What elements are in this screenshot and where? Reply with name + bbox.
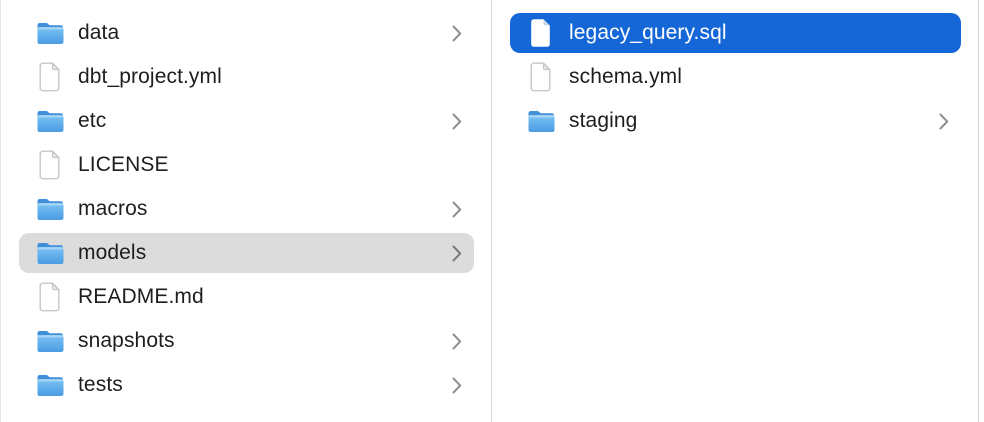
finder-column-next-empty bbox=[979, 0, 984, 422]
item-label: data bbox=[78, 21, 120, 44]
item-label: tests bbox=[78, 373, 123, 396]
document-icon bbox=[35, 282, 65, 312]
list-item[interactable]: tests bbox=[19, 365, 474, 405]
item-label: etc bbox=[78, 109, 107, 132]
chevron-right-icon bbox=[452, 333, 462, 350]
item-label: README.md bbox=[78, 285, 204, 308]
document-icon bbox=[35, 150, 65, 180]
list-item-selected[interactable]: legacy_query.sql bbox=[510, 13, 961, 53]
list-item[interactable]: README.md bbox=[19, 277, 474, 317]
chevron-right-icon bbox=[452, 25, 462, 42]
blue-folder-icon bbox=[35, 326, 65, 356]
document-icon bbox=[35, 62, 65, 92]
item-label: macros bbox=[78, 197, 148, 220]
list-item[interactable]: etc bbox=[19, 101, 474, 141]
item-label: snapshots bbox=[78, 329, 175, 352]
list-item[interactable]: staging bbox=[510, 101, 961, 141]
list-item[interactable]: macros bbox=[19, 189, 474, 229]
finder-column-models: legacy_query.sql schema.yml bbox=[492, 0, 979, 422]
chevron-right-icon bbox=[452, 201, 462, 218]
item-label: models bbox=[78, 241, 147, 264]
item-label: LICENSE bbox=[78, 153, 169, 176]
list-item[interactable]: snapshots bbox=[19, 321, 474, 361]
blue-folder-icon bbox=[35, 106, 65, 136]
list-item-selected[interactable]: models bbox=[19, 233, 474, 273]
finder-column-parent: data dbt_project.yml bbox=[1, 0, 492, 422]
item-label: schema.yml bbox=[569, 65, 683, 88]
list-item[interactable]: LICENSE bbox=[19, 145, 474, 185]
blue-folder-icon bbox=[35, 18, 65, 48]
item-label: dbt_project.yml bbox=[78, 65, 222, 88]
document-icon bbox=[526, 18, 556, 48]
list-item[interactable]: dbt_project.yml bbox=[19, 57, 474, 97]
item-label: legacy_query.sql bbox=[569, 21, 727, 44]
chevron-right-icon bbox=[452, 377, 462, 394]
list-item[interactable]: data bbox=[19, 13, 474, 53]
item-label: staging bbox=[569, 109, 638, 132]
blue-folder-icon bbox=[35, 238, 65, 268]
chevron-right-icon bbox=[939, 113, 949, 130]
blue-folder-icon bbox=[526, 106, 556, 136]
document-icon bbox=[526, 62, 556, 92]
blue-folder-icon bbox=[35, 194, 65, 224]
chevron-right-icon bbox=[452, 245, 462, 262]
list-item[interactable]: schema.yml bbox=[510, 57, 961, 97]
blue-folder-icon bbox=[35, 370, 65, 400]
chevron-right-icon bbox=[452, 113, 462, 130]
